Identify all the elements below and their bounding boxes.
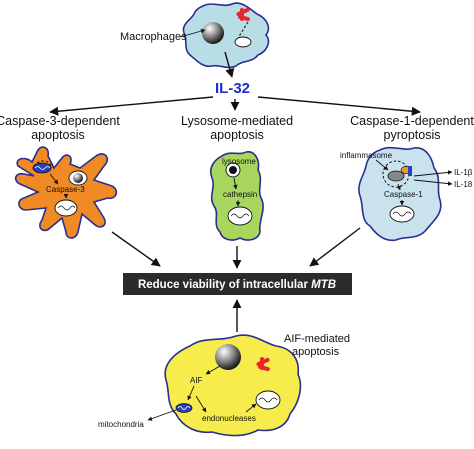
bead-icon [202,22,224,44]
caspase3-cell: Caspase-3 [14,146,118,239]
reduce-viability-text: Reduce viability of intracellular [138,279,311,291]
caspase3-label: Caspase-3 [46,185,85,194]
mitochondria-icon [32,162,52,174]
nucleus-icon [234,36,252,48]
reduce-viability-box: Reduce viability of intracellular MTB [123,273,352,295]
inflammasome-icon [387,170,405,182]
bead-icon [215,344,241,370]
mitochondria-icon [175,403,193,413]
endonucleases-label: endonucleases [202,414,256,423]
lysosome-cell: lysosome cathepsin [209,151,264,241]
bacteria-icon [236,7,250,22]
il1b-label: IL-1β [454,168,473,177]
pyroptosis-cell: inflammasome Caspase-1 IL-1β IL-18 [340,146,473,242]
il32-label: IL-32 [215,80,250,97]
branch-caspase3-label: Caspase-3-dependent [0,114,120,128]
aif-cell: AIF mitochondria endonucleases [98,334,302,437]
inflammasome-label: inflammasome [340,151,393,160]
receptor-icon [408,166,412,176]
aif-label: AIF [190,376,203,385]
cathepsin-label: cathepsin [223,190,257,199]
branch-lysosome-label: Lysosome-mediated [181,114,293,128]
aif-title-label: AIF-mediated [284,333,350,345]
lysosome-label: lysosome [222,157,256,166]
reduce-viability-label: Reduce viability of intracellular MTB [138,279,336,291]
branch-pyroptosis-label: Caspase-1-dependent [350,114,474,128]
macrophage-cell [182,2,270,69]
caspase1-label: Caspase-1 [384,190,423,199]
nucleus-icon [255,390,281,410]
il18-label: IL-18 [454,180,473,189]
nucleus-icon [227,206,253,226]
reduce-viability-mtb: MTB [311,279,336,291]
aif-title-label-2: apoptosis [292,346,340,358]
pyroptosis-cell-body [358,146,442,242]
branch-lysosome-label-2: apoptosis [210,128,264,142]
mitochondria-label: mitochondria [98,420,144,429]
bead-icon-small [68,170,88,186]
nucleus-icon [54,199,78,217]
bacteria-icon [256,357,270,372]
lysosome-icon [225,162,241,178]
nucleus-icon [389,205,415,223]
branch-pyroptosis-label-2: pyroptosis [384,128,441,142]
branch-caspase3-label-2: apoptosis [31,128,85,142]
macrophages-label: Macrophages [120,31,187,43]
